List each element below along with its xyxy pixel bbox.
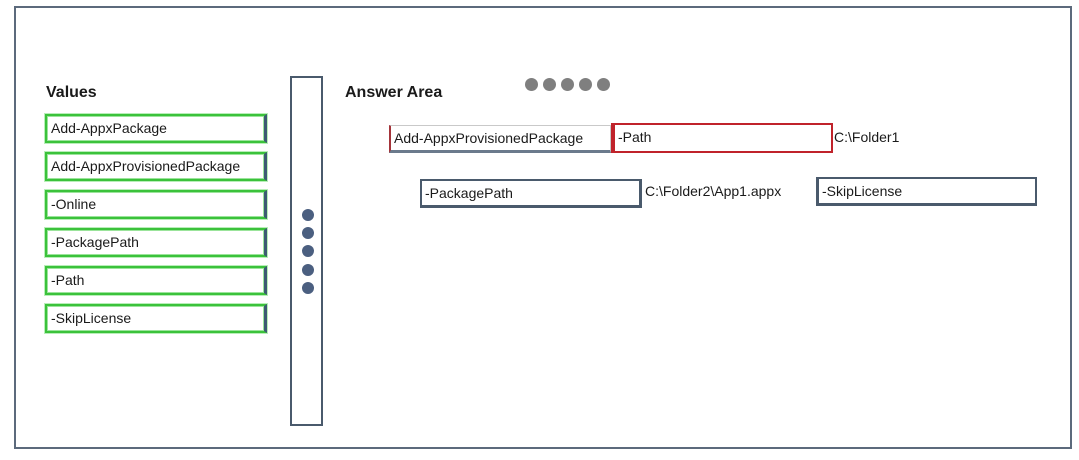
value-item-path[interactable]: -Path xyxy=(45,266,267,295)
value-item-skiplicense[interactable]: -SkipLicense xyxy=(45,304,267,333)
handle-dot-icon xyxy=(302,264,314,276)
answer-slot-row2-1[interactable]: -PackagePath xyxy=(420,179,642,208)
value-item-add-appxpackage[interactable]: Add-AppxPackage xyxy=(45,114,267,143)
answer-row1-text: C:\Folder1 xyxy=(834,129,900,145)
value-item-online[interactable]: -Online xyxy=(45,190,267,219)
handle-dot-icon xyxy=(302,227,314,239)
value-item-packagepath[interactable]: -PackagePath xyxy=(45,228,267,257)
answer-slot-row1-2[interactable]: -Path xyxy=(611,123,833,153)
drag-indicator-icon xyxy=(525,78,610,91)
value-item-add-appxprovisionedpackage[interactable]: Add-AppxProvisionedPackage xyxy=(45,152,267,181)
indicator-dot-icon xyxy=(543,78,556,91)
divider-drag-handle[interactable] xyxy=(290,76,323,426)
answer-slot-row1-1[interactable]: Add-AppxProvisionedPackage xyxy=(389,125,611,153)
indicator-dot-icon xyxy=(561,78,574,91)
handle-dot-icon xyxy=(302,282,314,294)
indicator-dot-icon xyxy=(597,78,610,91)
answer-area-heading: Answer Area xyxy=(345,84,443,101)
indicator-dot-icon xyxy=(579,78,592,91)
answer-slot-row2-2[interactable]: -SkipLicense xyxy=(816,177,1037,206)
question-frame xyxy=(14,6,1072,449)
handle-dot-icon xyxy=(302,245,314,257)
handle-dot-icon xyxy=(302,209,314,221)
answer-row2-text: C:\Folder2\App1.appx xyxy=(645,183,782,199)
indicator-dot-icon xyxy=(525,78,538,91)
values-heading: Values xyxy=(46,84,97,101)
